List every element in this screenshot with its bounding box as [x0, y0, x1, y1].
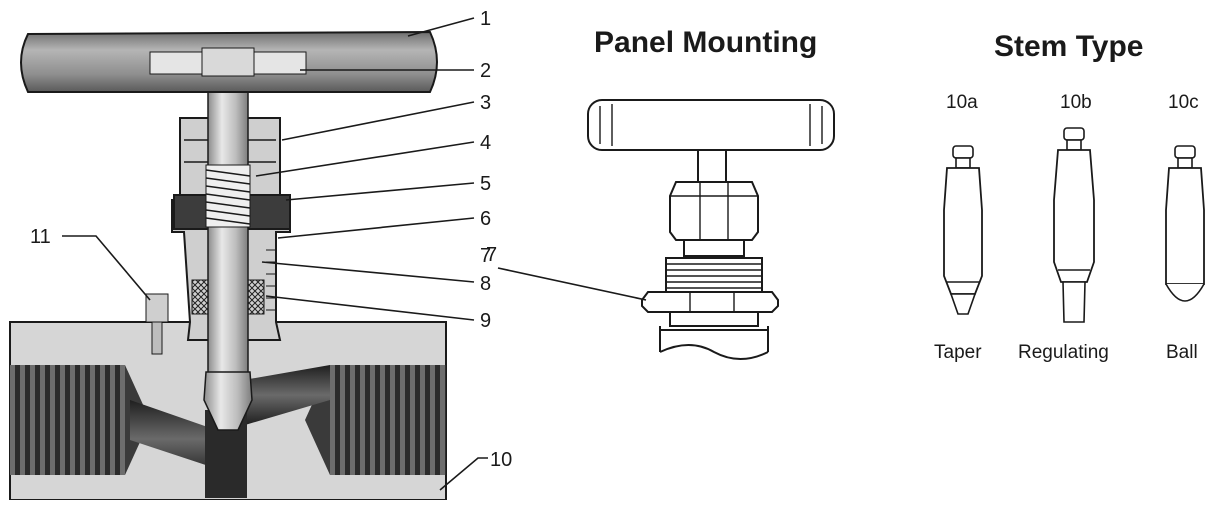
valve-cross-section: [9, 30, 447, 501]
stem-name-taper: Taper: [934, 342, 982, 363]
stem-taper-icon: 10a Taper: [934, 92, 983, 363]
callout-leaders: [62, 17, 488, 491]
stem-ball-icon: 10c Ball: [1165, 92, 1205, 363]
t-handle: [20, 30, 438, 93]
right-port-thread: [305, 365, 446, 475]
callout-6: 6: [480, 208, 491, 230]
callout-4: 4: [480, 132, 491, 154]
callout-8: 8: [480, 273, 491, 295]
callout-labels: 1 2 3 4 5 6 7 8 9 10 11: [30, 8, 512, 471]
panel-mount-view: [587, 99, 835, 360]
locking-pin: [145, 293, 169, 355]
callout-11: 11: [30, 226, 51, 248]
stem-code-10b: 10b: [1060, 92, 1092, 113]
packing-left: [191, 279, 209, 315]
stem-name-regulating: Regulating: [1018, 342, 1109, 363]
callout-10: 10: [490, 449, 512, 471]
callout-2: 2: [480, 60, 491, 82]
left-port-thread: [10, 365, 150, 475]
panel-mounting-heading: Panel Mounting: [594, 26, 817, 59]
stem-type-heading: Stem Type: [994, 30, 1144, 63]
callout-5: 5: [480, 173, 491, 195]
stem-regulating-icon: 10b Regulating: [1018, 92, 1109, 363]
stem-name-ball: Ball: [1166, 342, 1198, 363]
callout-1: 1: [480, 8, 491, 30]
packing-right: [247, 279, 265, 315]
panel-callout-7: 7: [486, 244, 497, 266]
spring: [205, 164, 251, 228]
stem-code-10c: 10c: [1168, 92, 1199, 113]
stem-tip: [203, 371, 253, 431]
callout-9: 9: [480, 310, 491, 332]
callout-7: 7: [480, 245, 491, 267]
callout-3: 3: [480, 92, 491, 114]
panel-callout-leader: [497, 267, 647, 301]
stem-code-10a: 10a: [946, 92, 978, 113]
